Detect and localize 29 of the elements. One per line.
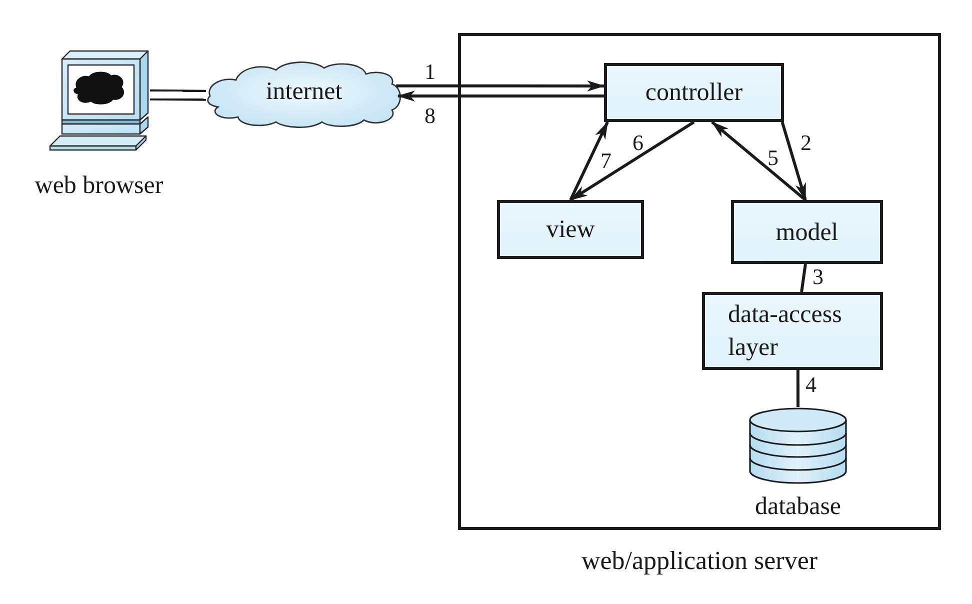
double-line [150,89,206,101]
component-box [497,200,644,259]
edge-label: 3 [812,265,824,289]
arrow [711,120,806,202]
edge-label: 1 [424,60,436,84]
box-label: controller [645,78,743,108]
edge-label: 2 [800,131,812,155]
box-label: model [776,218,838,248]
box-label: view [546,215,595,245]
component-box [604,63,784,122]
arrow [396,80,605,92]
arrow [780,122,807,201]
arrow [569,121,609,201]
boundary-label: web/application server [581,546,818,576]
edge-label: 7 [600,149,612,173]
component-box [702,292,883,370]
node-label: web browser [34,171,164,201]
edge-label: 5 [768,146,778,170]
node-label: database [754,492,842,522]
arrow [570,120,695,202]
component-box [731,200,883,264]
connector-line [796,370,800,407]
arrow [397,90,604,102]
edge-label: 4 [806,373,816,397]
box-label: data-access layer [728,300,843,363]
edge-label: 6 [632,131,644,155]
edge-label: 8 [424,104,436,128]
cloud-label: internet [266,77,342,108]
connector-line [800,264,807,292]
